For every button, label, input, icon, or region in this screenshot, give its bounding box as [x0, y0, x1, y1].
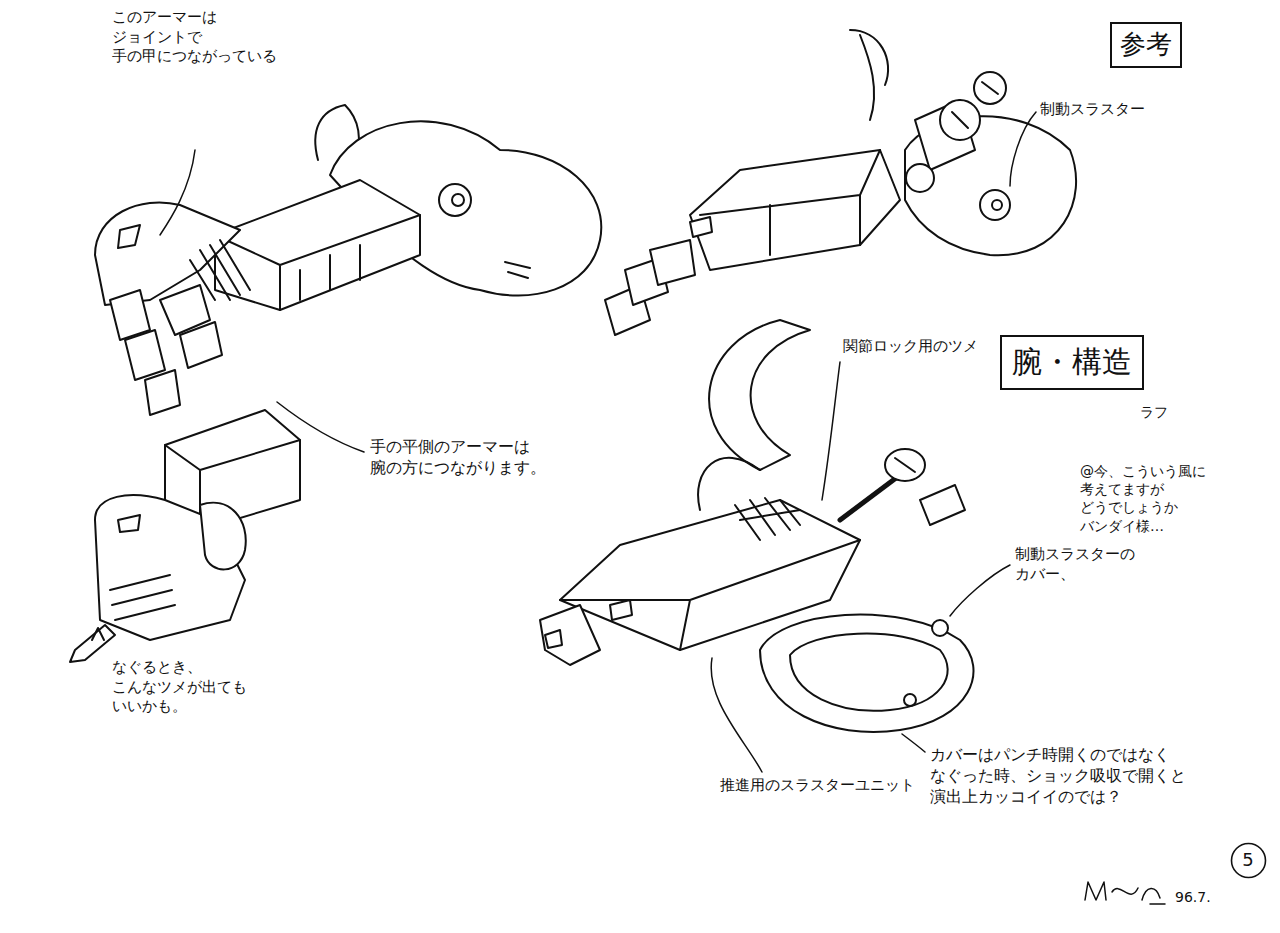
sketch-line [790, 634, 948, 711]
heading-text: 5 [1242, 850, 1253, 871]
note-line: 考えてますが [1080, 480, 1206, 498]
annotation-note: このアーマーはジョイントで手の甲につながっている [112, 8, 277, 67]
note-line: 関節ロック用のツメ [843, 337, 978, 357]
note-line: 手の甲につながっている [112, 47, 277, 67]
sketch-line [545, 630, 562, 648]
annotation-note: 関節ロック用のツメ [843, 337, 978, 357]
sketch-line [735, 498, 800, 540]
note-line: どうでしょうか [1080, 498, 1206, 516]
sketch-line [200, 503, 246, 570]
sketch-line [1085, 882, 1165, 904]
sketch-line [70, 625, 115, 662]
sketch-line [505, 262, 530, 278]
note-line: カバー、 [1015, 565, 1135, 585]
sketch-line [190, 240, 250, 300]
sketch-line [895, 458, 915, 472]
sketch-line [160, 150, 195, 235]
sketch-line [1010, 112, 1036, 186]
sketch-group [605, 30, 1076, 335]
sketch-line [180, 322, 222, 368]
heading-text: 参考 [1120, 30, 1172, 60]
note-line: ラフ [1140, 403, 1168, 421]
page-number-circle: 5 [1230, 842, 1267, 879]
sketch-line [902, 734, 925, 752]
annotation-note: 制動スラスターのカバー、 [1015, 545, 1135, 584]
sketch-line [92, 628, 104, 640]
sketch-line [145, 370, 180, 415]
sketch-line [950, 565, 1010, 616]
boxed-heading: 腕・構造 [1000, 335, 1144, 390]
annotation-note: ラフ [1140, 403, 1168, 421]
annotation-note: @今、こういう風に考えてますがどうでしょうかバンダイ様… [1080, 462, 1206, 535]
note-line: このアーマーは [112, 8, 277, 28]
note-line: なぐるとき、 [112, 658, 247, 678]
sketch-line [952, 82, 998, 128]
boxed-heading: 参考 [1110, 22, 1182, 68]
note-line: 演出上カッコイイのでは？ [930, 787, 1186, 808]
note-line: カバーはパンチ時開くのではなく [930, 745, 1186, 766]
sketch-group [160, 112, 1036, 772]
sketch-line [95, 202, 240, 305]
sketch-line [610, 600, 632, 620]
sketch-line [540, 605, 600, 665]
note-line: 制動スラスター [1040, 100, 1145, 120]
sketch-line [118, 225, 140, 248]
sketch-line [110, 575, 175, 620]
sketch-line [711, 658, 762, 772]
sketch-line [840, 475, 900, 520]
sketch-line [118, 515, 140, 532]
annotation-note: 推進用のスラスターユニット [720, 776, 915, 796]
sketch-line [215, 215, 420, 310]
circle-outline-shape [1231, 843, 1265, 877]
annotation-note: 制動スラスター [1040, 100, 1145, 120]
sketch-line [932, 620, 948, 636]
note-line: 96.7. [1175, 888, 1211, 906]
sketch-line [125, 330, 165, 380]
sketch-line [439, 184, 471, 216]
annotation-note: 手の平側のアーマーは腕の方につながります。 [370, 437, 546, 479]
sketch-group [70, 410, 300, 662]
note-line: いいかも。 [112, 697, 247, 717]
sketch-line [904, 694, 916, 706]
sketch-line [215, 180, 420, 310]
sketch-line [709, 320, 810, 470]
sketch-group [698, 320, 810, 510]
sketch-line [277, 402, 364, 452]
note-line: 推進用のスラスターユニット [720, 776, 915, 796]
sketch-line [690, 217, 712, 237]
sketch-line [690, 150, 900, 270]
annotation-note: なぐるとき、こんなツメが出てもいいかも。 [112, 658, 247, 717]
sketch-line [110, 290, 150, 340]
sketch-line [992, 200, 1002, 210]
note-line: 腕の方につながります。 [370, 458, 546, 479]
sketch-line [885, 449, 925, 481]
note-line: ジョイントで [112, 28, 277, 48]
annotation-note: カバーはパンチ時開くのではなくなぐった時、ショック吸収で開くと演出上カッコイイの… [930, 745, 1186, 807]
note-line: こんなツメが出ても [112, 678, 247, 698]
note-line: 手の平側のアーマーは [370, 437, 546, 458]
sketch-line [650, 240, 695, 285]
note-line: 制動スラスターの [1015, 545, 1135, 565]
sketch-line [700, 150, 880, 255]
sketch-line [980, 190, 1010, 220]
sketch-line [920, 485, 965, 525]
note-line: なぐった時、ショック吸収で開くと [930, 766, 1186, 787]
sketch-line [906, 164, 934, 192]
note-line: バンダイ様… [1080, 517, 1206, 535]
sketch-line [452, 194, 464, 206]
sketch-line [95, 495, 245, 640]
annotation-note: 96.7. [1175, 888, 1211, 906]
note-line: @今、こういう風に [1080, 462, 1206, 480]
sketch-group [540, 449, 974, 732]
sketch-line [850, 30, 888, 120]
sketch-line [822, 362, 840, 500]
sketch-group [95, 105, 601, 415]
heading-text: 腕・構造 [1012, 345, 1132, 380]
sketch-line [760, 615, 974, 732]
